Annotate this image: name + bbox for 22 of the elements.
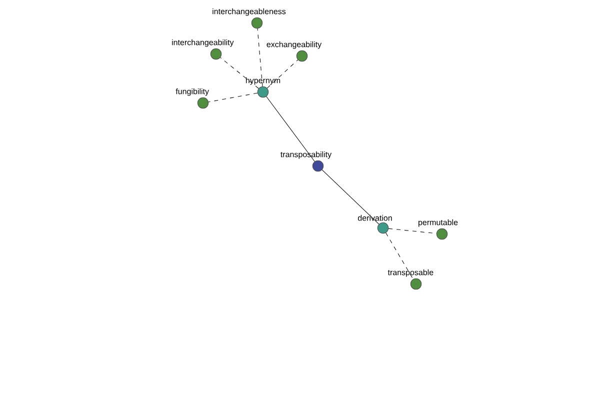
connector-line: [388, 228, 437, 234]
node-label: exchangeability: [266, 41, 322, 49]
connector-line: [208, 92, 258, 102]
graph-node: permutable: [418, 219, 458, 240]
node-label: permutable: [418, 219, 458, 227]
connector-line: [266, 60, 298, 88]
graph-node: exchangeability: [266, 41, 322, 62]
graph-node: hypernym: [246, 77, 280, 98]
connector-line: [266, 96, 315, 162]
graph-node: fungibility: [176, 88, 209, 109]
connector-line: [386, 232, 414, 280]
node-label: transposable: [388, 269, 434, 277]
graph-node: transposable: [388, 269, 434, 290]
node-label: interchangeableness: [212, 8, 286, 16]
connector-line: [322, 170, 380, 224]
graph-node: interchangeability: [172, 39, 234, 60]
node-label: hypernym: [246, 77, 280, 85]
graph-node: interchangeableness: [212, 8, 286, 29]
node-label: fungibility: [176, 88, 209, 96]
node-label: interchangeability: [172, 39, 234, 47]
connector-line: [220, 57, 259, 89]
connector-line: [257, 28, 263, 87]
